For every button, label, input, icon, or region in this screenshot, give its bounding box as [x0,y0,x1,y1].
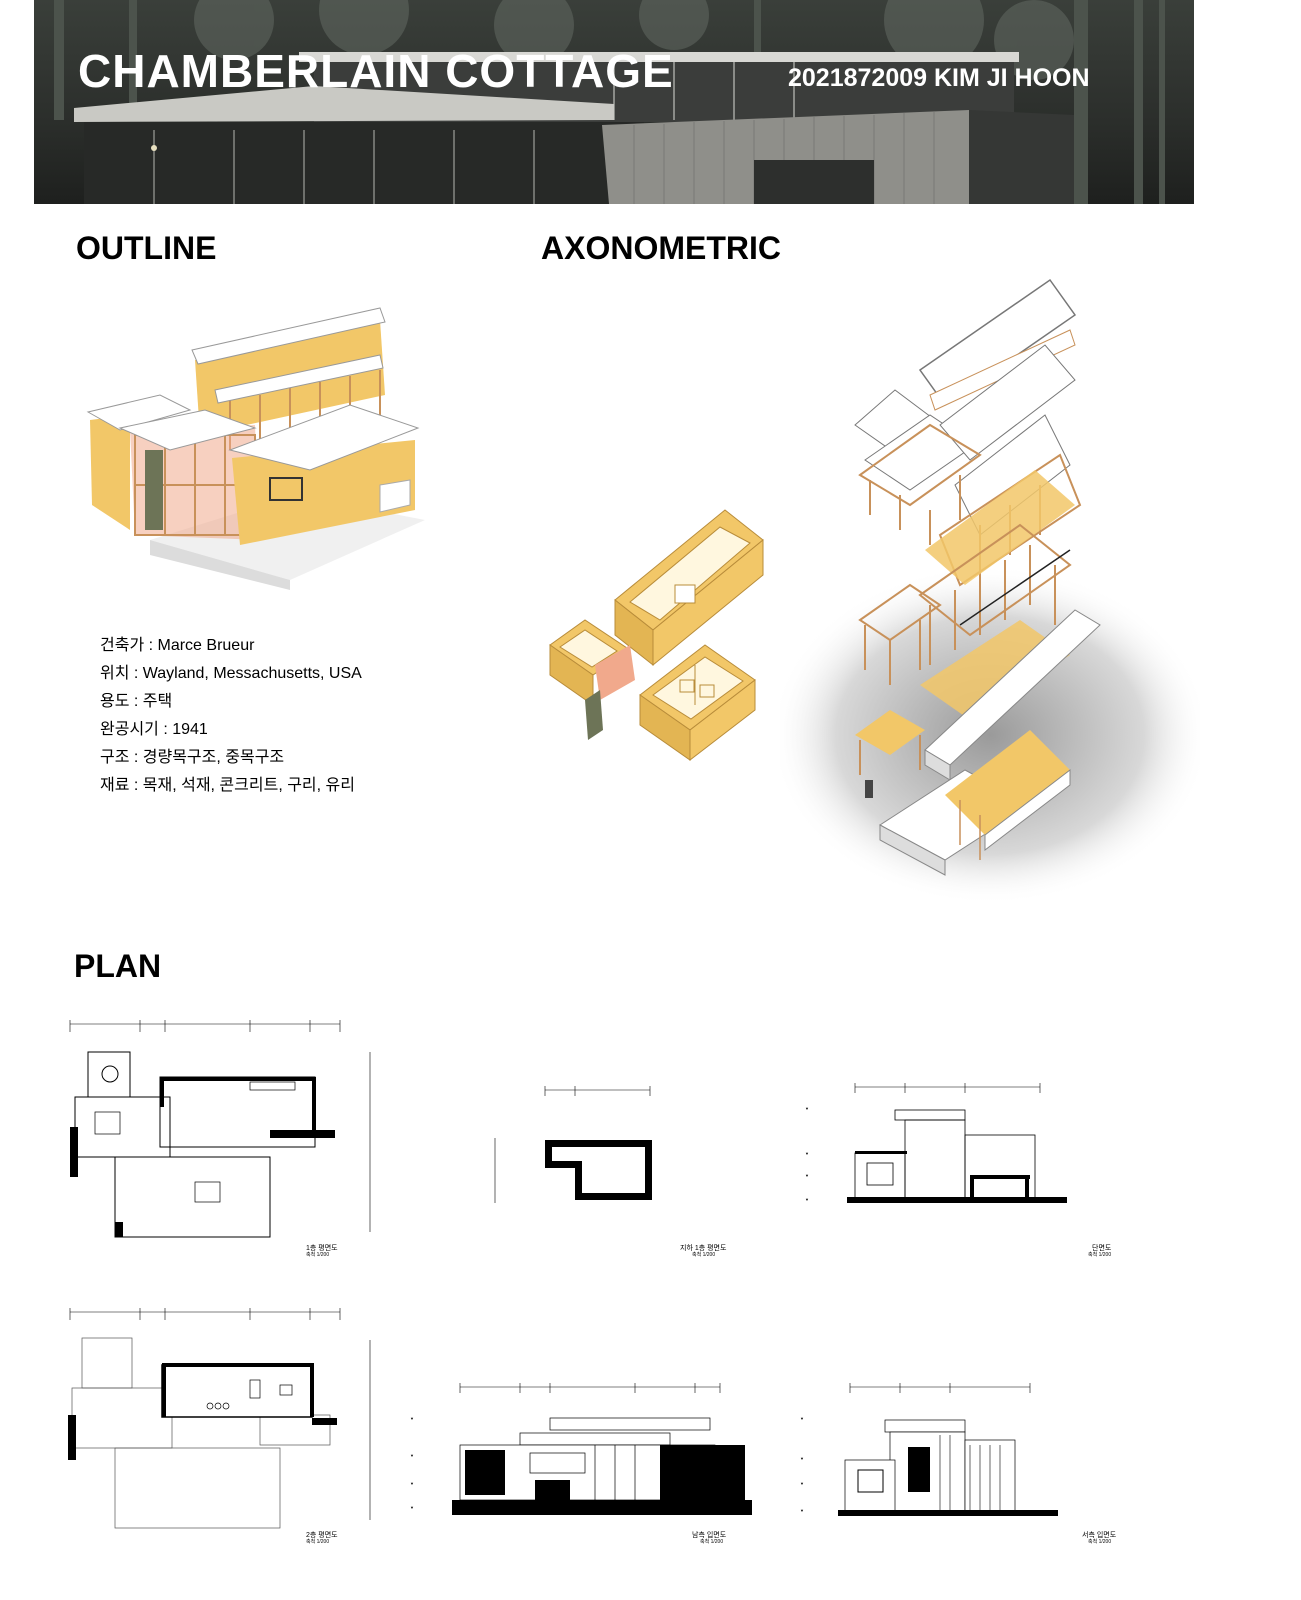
axonometric-heading: AXONOMETRIC [541,230,781,266]
page-title: CHAMBERLAIN COTTAGE [78,45,674,97]
caption-plan-b1: 지하 1층 평면도 [680,1245,727,1252]
south-elevation: ▼ ▼ ▼ ▼ [410,1383,752,1515]
info-location: 위치 : Wayland, Messachusetts, USA [100,665,362,682]
axonometric-exploded [780,278,1200,900]
outline-heading: OUTLINE [76,230,217,266]
svg-text:▼: ▼ [800,1456,804,1461]
svg-text:▼: ▼ [800,1481,804,1486]
scale-section: 축척 1/200 [1088,1252,1112,1258]
caption-west-elev: 서측 입면도 [1082,1532,1117,1539]
info-materials: 재료 : 목재, 석재, 콘크리트, 구리, 유리 [100,777,355,794]
svg-text:▼: ▼ [805,1106,809,1111]
svg-text:▼: ▼ [800,1416,804,1421]
svg-text:▼: ▼ [410,1416,414,1421]
axonometric-walls [549,509,764,762]
svg-text:▼: ▼ [800,1508,804,1513]
plan-2f [68,1308,371,1529]
caption-plan-2f: 2층 평면도 [306,1532,338,1539]
scale-plan-2f: 축척 1/200 [306,1539,330,1545]
header-banner [34,0,1194,204]
info-completion: 완공시기 : 1941 [100,721,208,738]
svg-text:▼: ▼ [410,1481,414,1486]
scale-south-elev: 축척 1/200 [700,1539,724,1545]
plan-1f [69,1020,371,1238]
west-elevation: ▼ ▼ ▼ ▼ [800,1383,1058,1516]
svg-text:▼: ▼ [410,1453,414,1458]
svg-text:▼: ▼ [805,1151,809,1156]
scale-plan-b1: 축척 1/200 [692,1252,716,1258]
author-label: 2021872009 KIM JI HOON [788,64,1090,92]
section-drawing: ▼ ▼ ▼ ▼ [805,1083,1067,1203]
info-use: 용도 : 주택 [100,693,173,710]
scale-west-elev: 축척 1/200 [1088,1539,1112,1545]
svg-text:▼: ▼ [410,1505,414,1510]
svg-text:▼: ▼ [805,1197,809,1202]
info-structure: 구조 : 경량목구조, 중목구조 [100,749,285,766]
info-architect: 건축가 : Marce Brueur [100,637,255,654]
scale-plan-1f: 축척 1/200 [306,1252,330,1258]
plan-heading: PLAN [74,948,162,984]
plan-b1 [494,1086,652,1203]
caption-south-elev: 남측 입면도 [692,1532,727,1539]
svg-text:▼: ▼ [805,1173,809,1178]
cottage-photo [54,0,1165,204]
caption-plan-1f: 1층 평면도 [306,1245,338,1252]
caption-section: 단면도 [1092,1245,1112,1252]
outline-model [86,307,425,590]
